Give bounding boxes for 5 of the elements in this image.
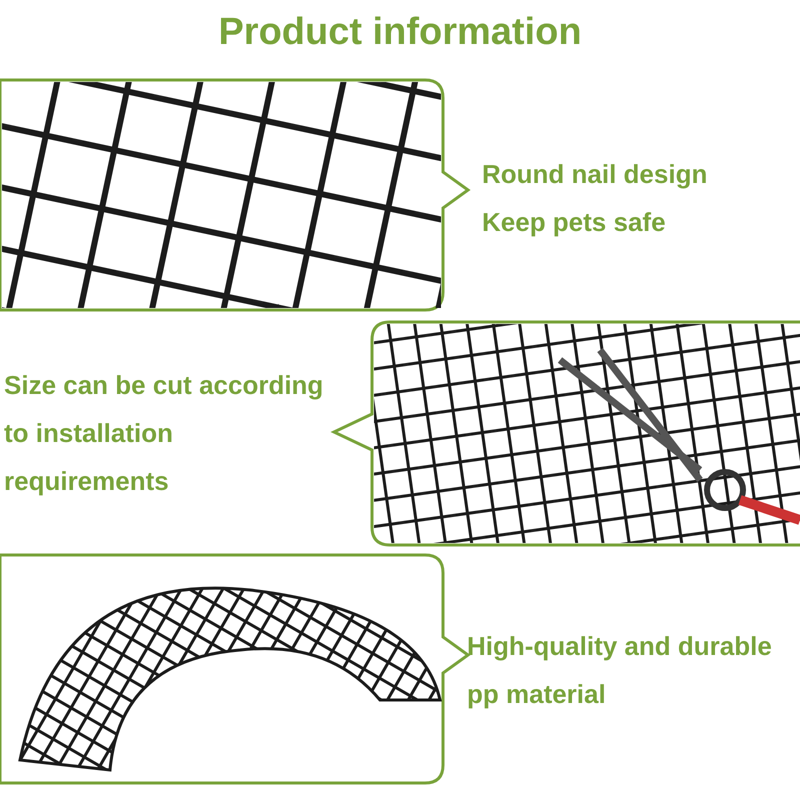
page-title: Product information: [217, 10, 583, 55]
feature-text: Keep pets safe: [482, 206, 666, 239]
feature-text: Round nail design: [482, 158, 708, 191]
feature-text: Size can be cut according to installation requirements: [4, 369, 324, 498]
feature-text: High-quality and durable pp material: [467, 630, 773, 711]
